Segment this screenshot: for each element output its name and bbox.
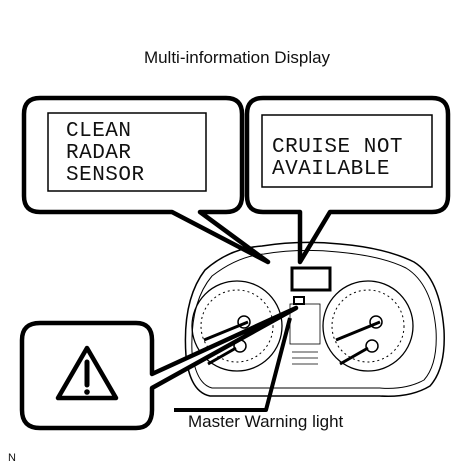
left-message: CLEAN RADAR SENSOR [66, 121, 186, 187]
multi-information-display [290, 266, 332, 292]
right-callout [244, 95, 451, 265]
master-warning-light [293, 296, 305, 305]
instrument-cluster [184, 241, 445, 398]
left-display-screen [47, 112, 207, 192]
left-message-line: CLEAN [66, 120, 132, 143]
left-callout [21, 95, 271, 265]
right-message-line: CRUISE NOT [272, 136, 404, 159]
right-message-line: AVAILABLE [272, 158, 390, 181]
left-message-line: RADAR [66, 142, 132, 165]
diagram-title: Multi-information Display [143, 48, 331, 67]
right-message: CRUISE NOT AVAILABLE [272, 137, 422, 181]
warning-callout [19, 305, 299, 431]
left-gauge [191, 280, 283, 372]
warning-triangle-icon [55, 345, 119, 401]
left-message-line: SENSOR [66, 164, 145, 187]
right-gauge [322, 280, 414, 372]
master-warning-label: Master Warning light [188, 412, 344, 431]
right-display-screen [261, 114, 433, 188]
corner-mark: N [8, 452, 16, 464]
